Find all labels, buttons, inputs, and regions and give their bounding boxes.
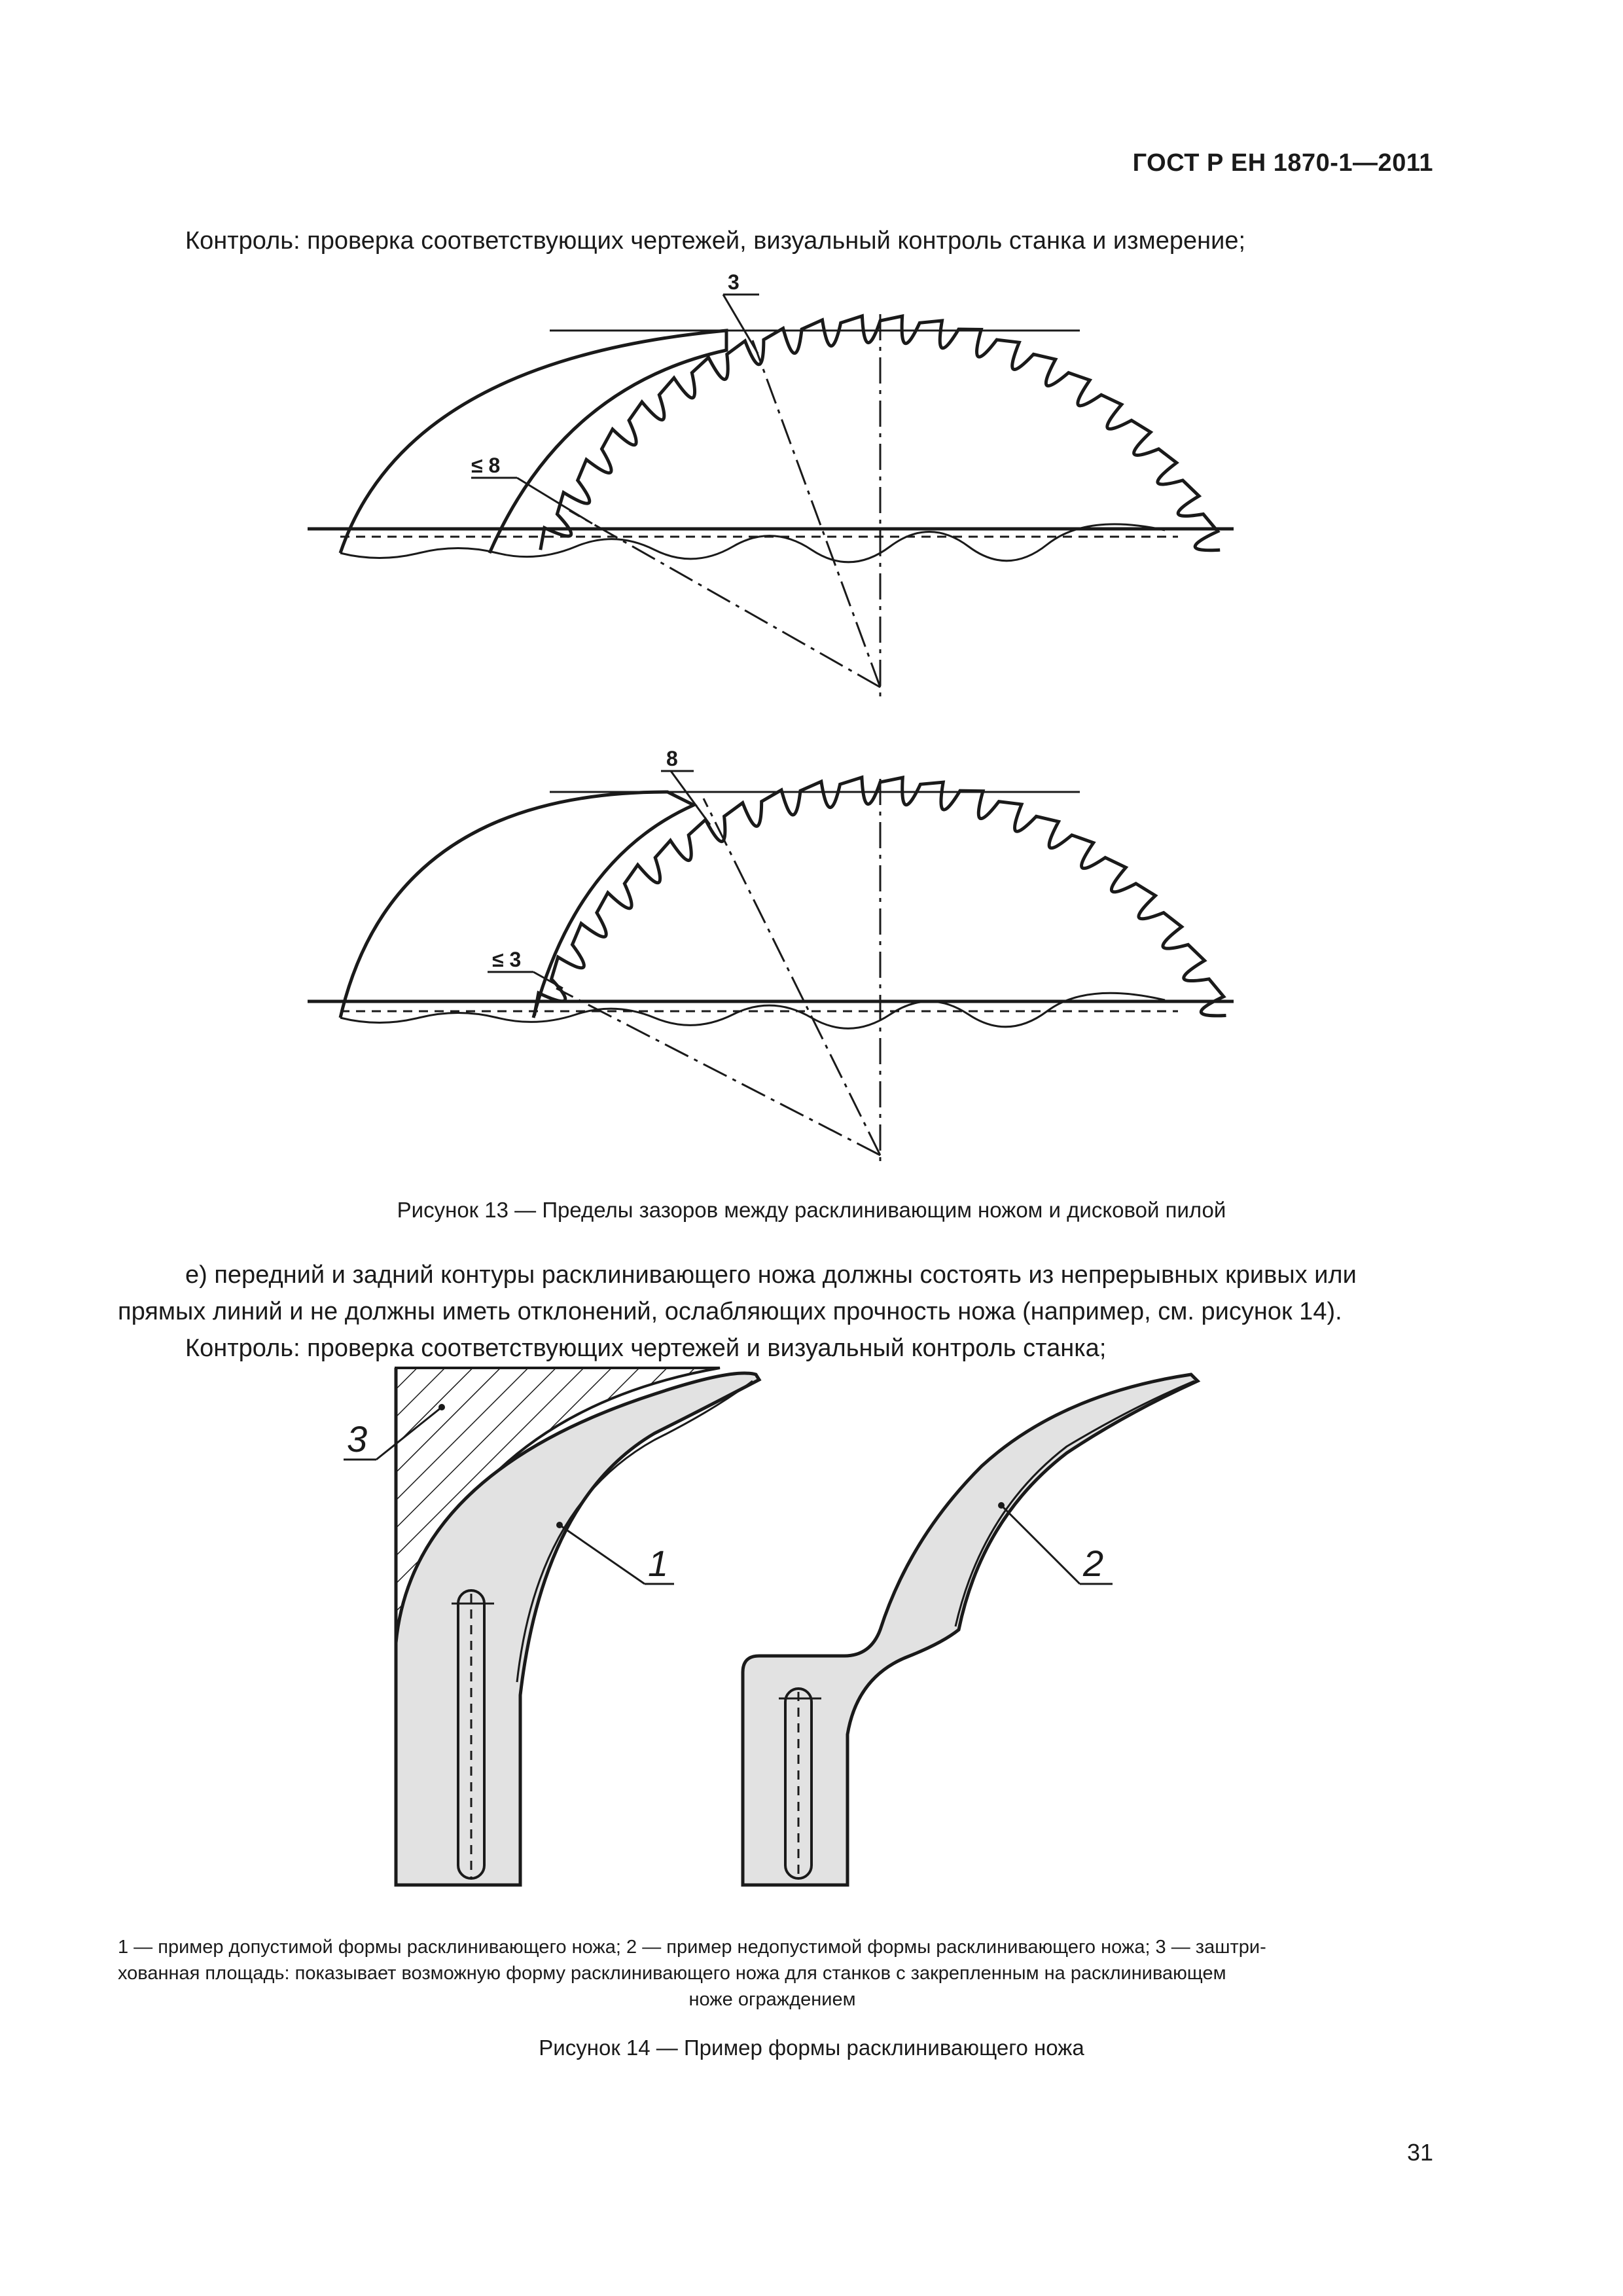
figure-14-drawing: 1 3 2	[344, 1367, 1201, 1887]
control-line-2: Контроль: проверка соответствующих черте…	[185, 1335, 1107, 1362]
riving-knife-outline-bottom	[338, 790, 698, 1018]
knife-1-acceptable	[394, 1371, 762, 1887]
figure-13-top-drawing: 3 ≤ 8	[308, 270, 1234, 697]
gap-label-bottom-le3: ≤ 3	[492, 948, 521, 971]
page-number: 31	[1406, 2139, 1433, 2166]
radius-line-bottom-2	[556, 987, 881, 1157]
radius-line-top-1	[751, 340, 882, 688]
figure-13-bottom-drawing: 8 ≤ 3	[308, 747, 1234, 1165]
figure-14-legend-line3: ноже ограждением	[688, 1989, 856, 2010]
figure-14-caption: Рисунок 14 — Пример формы расклинивающег…	[539, 2036, 1084, 2060]
callout-3: 3	[347, 1418, 367, 1460]
gap-label-top-3: 3	[728, 270, 740, 294]
knife-2-unacceptable	[741, 1372, 1201, 1887]
control-line-1: Контроль: проверка соответствующих черте…	[185, 227, 1246, 255]
radius-line-top-2	[569, 509, 881, 689]
gap-label-bottom-8: 8	[666, 747, 678, 770]
figure-14-legend-line1: 1 — пример допустимой формы расклинивающ…	[118, 1937, 1266, 1958]
document-header: ГОСТ Р ЕН 1870-1—2011	[1132, 149, 1433, 177]
riving-knife-outline-top	[338, 329, 728, 554]
para-e-line2: прямых линий и не должны иметь отклонени…	[118, 1298, 1342, 1325]
figure-14-legend-line2: хованная площадь: показывает возможную ф…	[118, 1963, 1226, 1984]
saw-blade-teeth-top	[539, 314, 1221, 552]
callout-1: 1	[648, 1543, 668, 1584]
para-e-line1: е) передний и задний контуры расклиниваю…	[185, 1261, 1357, 1289]
radius-line-bottom-1	[702, 798, 882, 1156]
callout-2: 2	[1082, 1543, 1103, 1584]
figure-13-caption: Рисунок 13 — Пределы зазоров между раскл…	[397, 1198, 1226, 1222]
gap-label-top-le8: ≤ 8	[471, 454, 500, 477]
